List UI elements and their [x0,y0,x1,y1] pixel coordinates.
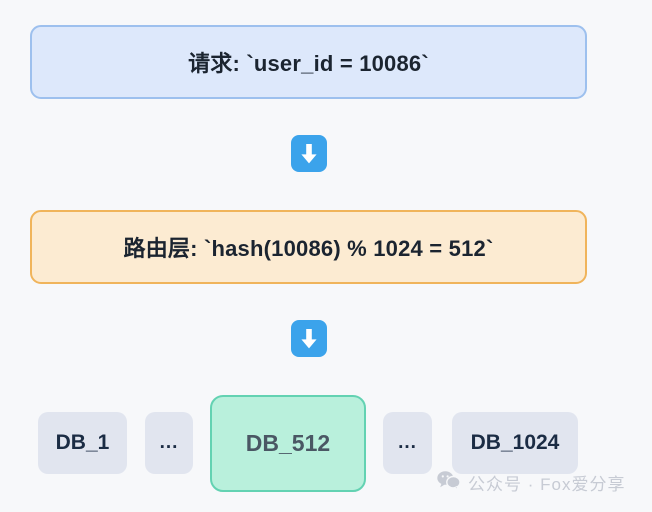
shard-db-1024: DB_1024 [452,412,578,474]
shard-db-1: DB_1 [38,412,127,474]
stage-router: 路由层: `hash(10086) % 1024 = 512` [30,210,587,284]
arrow-down-icon [291,135,327,172]
stage-request: 请求: `user_id = 10086` [30,25,587,99]
stage-request-label: 请求: `user_id = 10086` [188,51,429,76]
shard-label: ... [398,432,417,453]
shard-label: DB_512 [245,430,331,456]
stage-router-label: 路由层: `hash(10086) % 1024 = 512` [123,236,494,261]
shard-db-512: DB_512 [210,395,366,492]
shard-label: DB_1 [55,431,110,454]
shard-ellipsis-right: ... [383,412,432,474]
shard-ellipsis-left: ... [145,412,193,474]
shard-label: DB_1024 [470,431,560,454]
shard-row: DB_1 ... DB_512 ... DB_1024 [0,380,652,500]
arrow-down-icon [291,320,327,357]
shard-label: ... [159,432,179,453]
